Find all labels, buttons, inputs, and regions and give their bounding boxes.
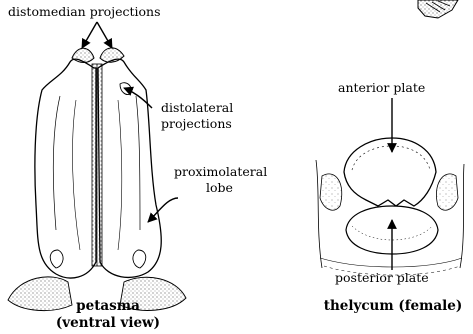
label-distolateral: distolateral [161,100,233,115]
caption-thelycum: thelycum (female) [316,298,470,314]
arrow-distomedian-left [82,22,97,48]
label-proximolateral-lobe: lobe [206,180,233,195]
label-proximolateral: proximolateral [174,164,267,179]
petasma-drawing [8,48,186,311]
label-posterior-plate: posterior plate [335,270,429,285]
caption-petasma-view: (ventral view) [43,315,173,331]
arrow-distomedian-right [97,22,112,48]
caption-petasma: petasma [58,298,158,314]
label-distolateral-projections: projections [161,116,232,131]
corner-fragment-drawing [418,0,458,18]
label-anterior-plate: anterior plate [338,80,425,95]
label-distomedian-projections: distomedian projections [8,4,160,19]
thelycum-drawing [314,138,468,279]
